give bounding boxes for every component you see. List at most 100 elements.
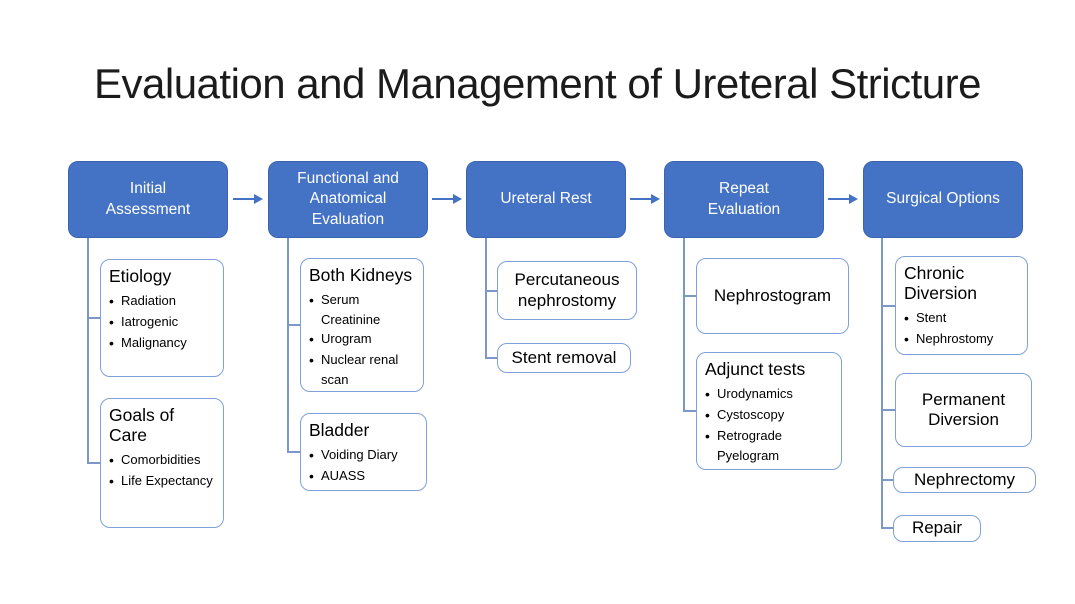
bullet-dot [109,450,121,471]
connector-line [881,409,895,411]
node-text: Repair [911,518,963,538]
bullet-dot [705,384,717,405]
node-title: Etiology [109,266,172,286]
header-label: Repeat Evaluation [707,180,781,218]
connector-line [683,410,696,412]
bullet-text: Urodynamics [717,386,793,402]
page-title: Evaluation and Management of Ureteral St… [94,60,982,107]
bullet-text: Nuclear renal scan [321,352,399,387]
node-percutaneous-nephrostomy: Percutaneous nephrostomy [497,261,637,320]
bullet-text: AUASS [321,468,366,484]
bullet-text: Life Expectancy [121,473,213,489]
node-stent-removal: Stent removal [497,343,631,373]
connector-line [87,462,100,464]
connector-line [881,479,893,481]
header-functional-anatomical-evaluation: Functional and Anatomical Evaluation [268,161,428,238]
list-item: Urodynamics [705,384,833,405]
node-repair: Repair [893,515,981,542]
bullet-text: Urogram [321,331,372,347]
connector-line [287,238,289,452]
bullet-dot [109,312,121,333]
bullet-dot [904,308,916,329]
node-nephrostogram: Nephrostogram [696,258,849,334]
bullet-text: Stent [916,310,947,326]
node-text: Percutaneous nephrostomy [514,270,620,310]
bullet-text: Iatrogenic [121,314,179,330]
connector-line [881,527,893,529]
list-item: Cystoscopy [705,405,833,426]
header-label: Initial Assessment [105,180,191,218]
node-adjunct-tests: Adjunct tests Urodynamics Cystoscopy Ret… [696,352,842,470]
list-item: Stent [904,308,1019,329]
bullet-dot [705,426,717,465]
node-etiology: Etiology Radiation Iatrogenic Malignancy [100,259,224,377]
node-text: Nephrostogram [713,285,832,305]
node-title: Bladder [309,420,370,440]
node-title: Goals of Care [109,405,175,446]
header-label: Functional and Anatomical Evaluation [297,170,399,228]
bullet-dot [309,445,321,466]
bullet-dot [904,329,916,350]
bullet-text: Cystoscopy [717,407,785,423]
node-title: Both Kidneys [309,265,413,285]
bullet-text: Serum Creatinine [321,292,381,327]
node-goals-of-care: Goals of Care Comorbidities Life Expecta… [100,398,224,528]
list-item: Radiation [109,291,215,312]
arrow-right-icon [432,193,462,205]
node-text: Permanent Diversion [921,389,1006,429]
bullet-text: Malignancy [121,335,187,351]
arrow-right-icon [630,193,660,205]
bullet-dot [309,290,321,329]
bullet-dot [109,471,121,492]
connector-line [881,305,895,307]
list-item: Comorbidities [109,450,215,471]
connector-line [485,290,497,292]
node-text: Nephrectomy [913,469,1016,489]
bullet-text: Radiation [121,293,176,309]
node-title: Chronic Diversion [904,263,977,304]
connector-line [87,238,89,463]
connector-line [485,357,497,359]
bullet-dot [109,333,121,354]
bullet-text: Comorbidities [121,452,201,468]
bullet-text: Nephrostomy [916,331,994,347]
list-item: Serum Creatinine [309,290,415,329]
header-ureteral-rest: Ureteral Rest [466,161,626,238]
header-repeat-evaluation: Repeat Evaluation [664,161,824,238]
connector-line [683,295,696,297]
bullet-dot [309,466,321,487]
header-label: Ureteral Rest [500,190,592,208]
connector-line [683,238,685,411]
header-label: Surgical Options [886,190,1000,208]
bullet-text: Voiding Diary [321,447,398,463]
list-item: Urogram [309,329,415,350]
node-text: Stent removal [511,347,617,367]
list-item: AUASS [309,466,418,487]
list-item: Voiding Diary [309,445,418,466]
bullet-dot [109,291,121,312]
header-surgical-options: Surgical Options [863,161,1023,238]
connector-line [287,324,300,326]
list-item: Nephrostomy [904,329,1019,350]
connector-line [485,238,487,358]
list-item: Malignancy [109,333,215,354]
node-permanent-diversion: Permanent Diversion [895,373,1032,447]
connector-line [287,451,300,453]
bullet-dot [705,405,717,426]
bullet-dot [309,329,321,350]
list-item: Life Expectancy [109,471,215,492]
header-initial-assessment: Initial Assessment [68,161,228,238]
bullet-dot [309,350,321,389]
bullet-text: Retrograde Pyelogram [717,428,783,463]
node-title: Adjunct tests [705,359,806,379]
node-both-kidneys: Both Kidneys Serum Creatinine Urogram Nu… [300,258,424,392]
node-bladder: Bladder Voiding Diary AUASS [300,413,427,491]
list-item: Nuclear renal scan [309,350,415,389]
node-chronic-diversion: Chronic Diversion Stent Nephrostomy [895,256,1028,355]
connector-line [881,238,883,528]
list-item: Retrograde Pyelogram [705,426,833,465]
arrow-right-icon [233,193,263,205]
arrow-right-icon [828,193,858,205]
connector-line [87,317,100,319]
